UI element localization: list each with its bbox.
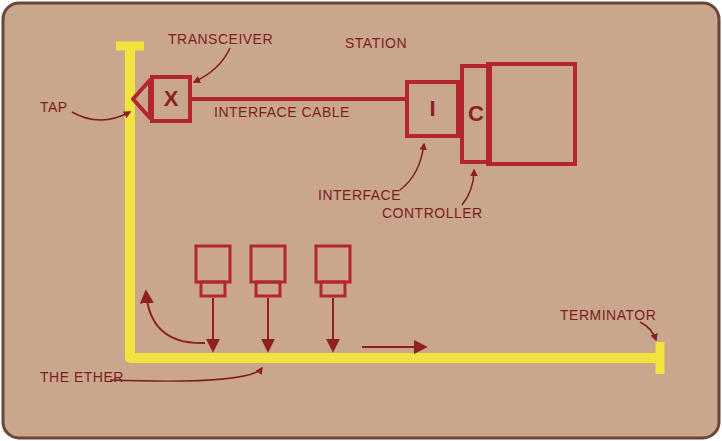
controller-box: C bbox=[460, 64, 492, 164]
packet-arrows bbox=[146, 292, 425, 350]
ether-cable bbox=[130, 48, 660, 358]
terminator-label: TERMINATOR bbox=[560, 308, 656, 323]
controller-label: CONTROLLER bbox=[382, 206, 483, 221]
interface-cable bbox=[192, 97, 405, 101]
cable-label: INTERFACE CABLE bbox=[214, 105, 350, 120]
station-icons bbox=[196, 246, 350, 296]
leader-lines bbox=[72, 48, 656, 381]
transceiver-label: TRANSCEIVER bbox=[168, 32, 273, 47]
box-letter: I bbox=[429, 98, 435, 120]
station-label: STATION bbox=[345, 36, 407, 51]
interface-label: INTERFACE bbox=[318, 188, 401, 203]
interface-box: I bbox=[405, 80, 460, 138]
box-letter: C bbox=[468, 103, 484, 125]
card-ground bbox=[3, 3, 719, 438]
tap-symbol bbox=[133, 80, 150, 118]
transceiver-box: X bbox=[150, 75, 192, 123]
tap-label: TAP bbox=[40, 100, 68, 115]
terminator-top bbox=[116, 42, 144, 51]
ether-label: THE ETHER bbox=[40, 370, 124, 385]
station-box bbox=[488, 64, 575, 164]
terminator-right bbox=[656, 342, 665, 374]
box-letter: X bbox=[164, 88, 179, 110]
